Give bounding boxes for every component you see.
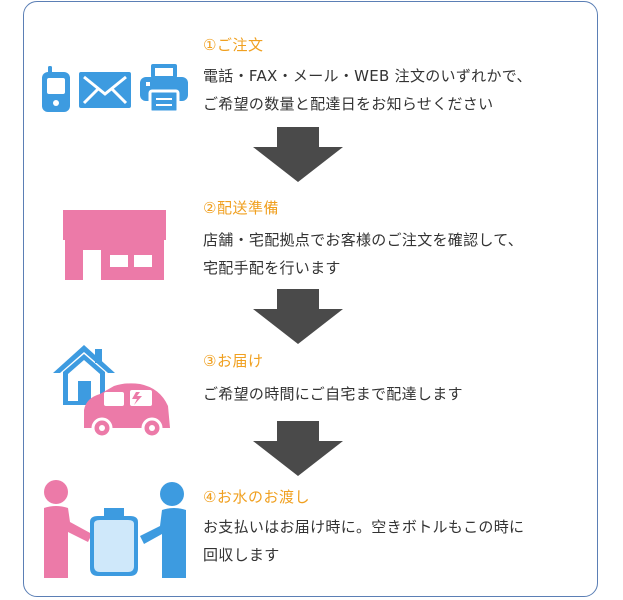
step-3-desc: ご希望の時間にご自宅まで配達します — [203, 380, 463, 408]
step-2-desc: 店舗・宅配拠点でお客様のご注文を確認して、 宅配手配を行います — [203, 226, 523, 282]
step-4-desc: お支払いはお届け時に。空きボトルもこの時に 回収します — [203, 513, 524, 569]
step-2-desc-line-1: 店舗・宅配拠点でお客様のご注文を確認して、 — [203, 231, 524, 249]
step-1-title: ①ご注文 — [203, 36, 264, 54]
step-2-desc-line-2: 宅配手配を行います — [203, 259, 341, 277]
step-4-desc-line-1: お支払いはお届け時に。空きボトルもこの時に — [203, 518, 525, 536]
step-4-title: ④お水のお渡し — [203, 488, 310, 506]
step-4-desc-line-2: 回収します — [203, 546, 280, 564]
electric-delivery-car-icon — [84, 383, 170, 439]
mail-envelope-icon — [79, 72, 131, 108]
water-bottle-handover-icon — [44, 480, 186, 578]
step-1-desc-line-1: 電話・FAX・メール・WEB 注文のいずれかで、 — [203, 67, 532, 85]
step-1-desc-line-2: ご希望の数量と配達日をお知らせください — [203, 95, 494, 113]
step-2-title: ②配送準備 — [203, 199, 279, 217]
flow-arrow-1 — [253, 127, 343, 182]
store-icon — [63, 210, 166, 280]
step-3-desc-line-1: ご希望の時間にご自宅まで配達します — [203, 385, 463, 403]
step-1-desc: 電話・FAX・メール・WEB 注文のいずれかで、 ご希望の数量と配達日をお知らせ… — [203, 62, 532, 118]
step-3-title: ③お届け — [203, 352, 264, 370]
flow-arrow-3 — [253, 421, 343, 476]
flow-arrow-2 — [253, 289, 343, 344]
flow-frame — [23, 1, 598, 597]
fax-printer-icon — [140, 64, 188, 114]
mobile-phone-icon — [42, 66, 70, 112]
house-icon — [53, 345, 115, 405]
